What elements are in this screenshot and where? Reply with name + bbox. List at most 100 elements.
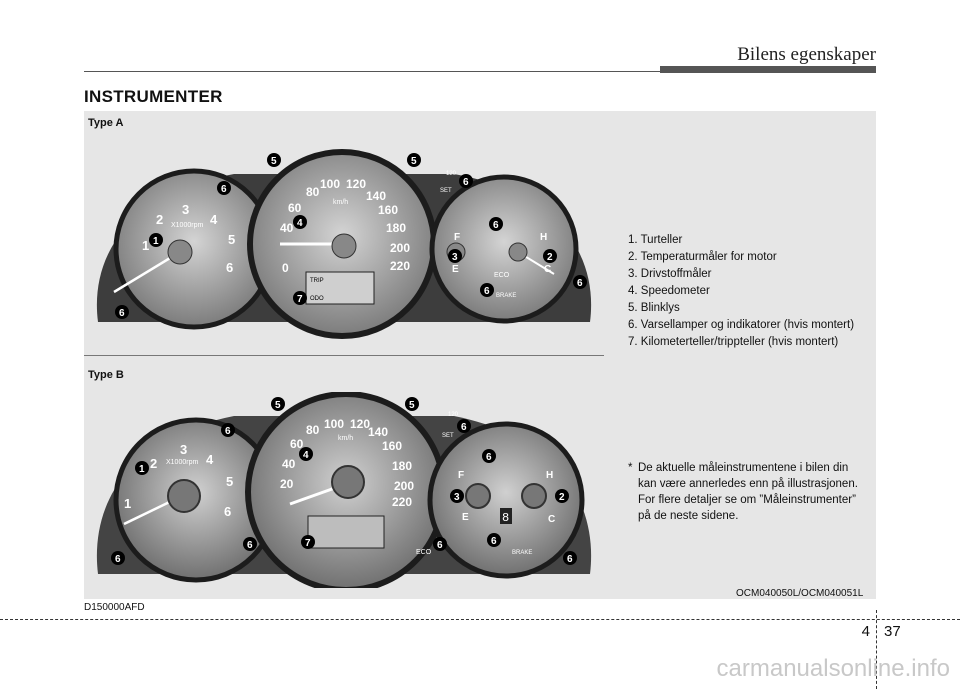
header-rule-accent — [660, 66, 876, 73]
speed-tick: 60 — [290, 437, 304, 451]
legend-item: 3. Drivstoffmåler — [628, 268, 712, 280]
legend-item: 2. Temperaturmåler for motor — [628, 251, 777, 263]
footnote-line: De aktuelle måleinstrumentene i bilen di… — [638, 462, 849, 474]
fuel-temp-dial — [427, 421, 585, 579]
callout-label: 4 — [303, 450, 309, 461]
footer-rule — [0, 619, 960, 620]
fuel-hub — [465, 483, 491, 509]
callout-label: 3 — [454, 492, 460, 503]
callout-label: 5 — [409, 400, 415, 411]
speed-tick: 200 — [394, 479, 414, 493]
speed-hub — [331, 465, 365, 499]
speed-tick: 220 — [390, 259, 410, 273]
temp-hub — [521, 483, 547, 509]
tach-tick: 6 — [224, 504, 231, 519]
callout-label: 2 — [559, 492, 565, 503]
legend-item: 1. Turteller — [628, 234, 683, 246]
section-title: INSTRUMENTER — [84, 87, 223, 106]
temp-hot-label: H — [540, 232, 547, 243]
temp-hub — [508, 242, 528, 262]
callouts-type-b: 5 5 6 6 1 4 6 3 2 6 7 6 6 6 6 — [111, 397, 577, 565]
speed-tick: 80 — [306, 423, 320, 437]
callout-label: 6 — [247, 540, 253, 551]
legend-item: 7. Kilometerteller/trippteller (hvis mon… — [628, 336, 839, 348]
callout-label: 7 — [305, 538, 311, 549]
callout-label: 6 — [491, 536, 497, 547]
callout-label: 6 — [461, 422, 467, 433]
tach-needle — [113, 250, 181, 294]
speed-tick: 40 — [280, 221, 294, 235]
panel-divider — [84, 355, 604, 356]
callout-label: 1 — [139, 464, 145, 475]
eco-indicator: ECO — [416, 549, 432, 556]
page-number: 37 — [884, 623, 901, 640]
reference-code-right: OCM040050L/OCM040051L — [736, 588, 864, 599]
callout-label: 6 — [221, 184, 227, 195]
tach-hub — [167, 239, 193, 265]
odometer-display — [305, 271, 375, 305]
type-b-label: Type B — [88, 369, 124, 381]
speed-tick: 180 — [386, 221, 406, 235]
callout-label: 6 — [437, 540, 443, 551]
tach-tick: 2 — [156, 212, 163, 227]
legend-item: 4. Speedometer — [628, 285, 710, 297]
callout-label: 6 — [225, 426, 231, 437]
speed-hub — [331, 233, 357, 259]
speed-tick: 160 — [382, 439, 402, 453]
callout-label: 3 — [452, 252, 458, 263]
tach-tick: 5 — [226, 474, 233, 489]
speed-tick: 60 — [288, 201, 302, 215]
speed-tick: 40 — [282, 457, 296, 471]
cruise-set-indicator: SET — [442, 433, 454, 439]
speed-tick: 0 — [282, 261, 289, 275]
chapter-number: 4 — [861, 623, 870, 640]
fuel-temp-dial — [429, 174, 579, 324]
speed-tick: 100 — [320, 177, 340, 191]
speed-tick: 140 — [368, 425, 388, 439]
speed-tick: 80 — [306, 185, 320, 199]
speed-tick: 120 — [346, 177, 366, 191]
footnote-line: kan være annerledes enn på illustrasjone… — [638, 478, 858, 490]
legend-list: 1. Turteller 2. Temperaturmåler for moto… — [628, 232, 854, 351]
callout-label: 6 — [119, 308, 125, 319]
brake-indicator: BRAKE — [496, 293, 516, 299]
brake-indicator: BRAKE — [512, 550, 532, 556]
speed-tick: 120 — [350, 417, 370, 431]
speed-unit: km/h — [333, 199, 348, 206]
footnote-marker: * — [628, 462, 633, 474]
tach-tick: 1 — [142, 238, 149, 253]
legend-item: 5. Blinklys — [628, 302, 680, 314]
page-number-separator — [876, 610, 877, 689]
trip-label: TRIP — [310, 278, 324, 284]
callout-label: 5 — [411, 156, 417, 167]
cruise-speed-indicator: 120 — [448, 412, 459, 418]
callout-label: 6 — [486, 452, 492, 463]
temp-cold-label: C — [548, 514, 555, 525]
cruise-speed-indicator: 120 — [446, 171, 457, 177]
speed-tick: 220 — [392, 495, 412, 509]
speed-tick: 180 — [392, 459, 412, 473]
callout-label: 6 — [484, 286, 490, 297]
speed-tick: 200 — [390, 241, 410, 255]
speed-tick: 140 — [366, 189, 386, 203]
callout-label: 6 — [493, 220, 499, 231]
callout-label: 5 — [275, 400, 281, 411]
callout-label: 6 — [577, 278, 583, 289]
callout-label: 1 — [153, 236, 159, 247]
gear-indicator: 8 — [502, 511, 509, 525]
speed-unit: km/h — [338, 435, 353, 442]
type-a-label: Type A — [88, 117, 124, 129]
tach-unit: X1000rpm — [166, 459, 198, 466]
footnote-line: For flere detaljer se om ”Måleinstrument… — [638, 494, 856, 506]
legend-item: 6. Varsellamper og indikatorer (hvis mon… — [628, 319, 855, 331]
footnote: * De aktuelle måleinstrumentene i bilen … — [628, 460, 874, 524]
callout-label: 6 — [567, 554, 573, 565]
reference-code-left: D150000AFD — [84, 602, 145, 613]
tach-tick: 4 — [206, 452, 214, 467]
callout-label: 6 — [463, 177, 469, 188]
callouts-type-a: 5 5 6 6 1 4 6 3 2 6 7 6 6 — [115, 153, 587, 319]
lcd-display — [307, 515, 385, 549]
tach-tick: 3 — [182, 202, 189, 217]
fuel-empty-label: E — [462, 512, 469, 523]
watermark: carmanualsonline.info — [716, 655, 950, 682]
